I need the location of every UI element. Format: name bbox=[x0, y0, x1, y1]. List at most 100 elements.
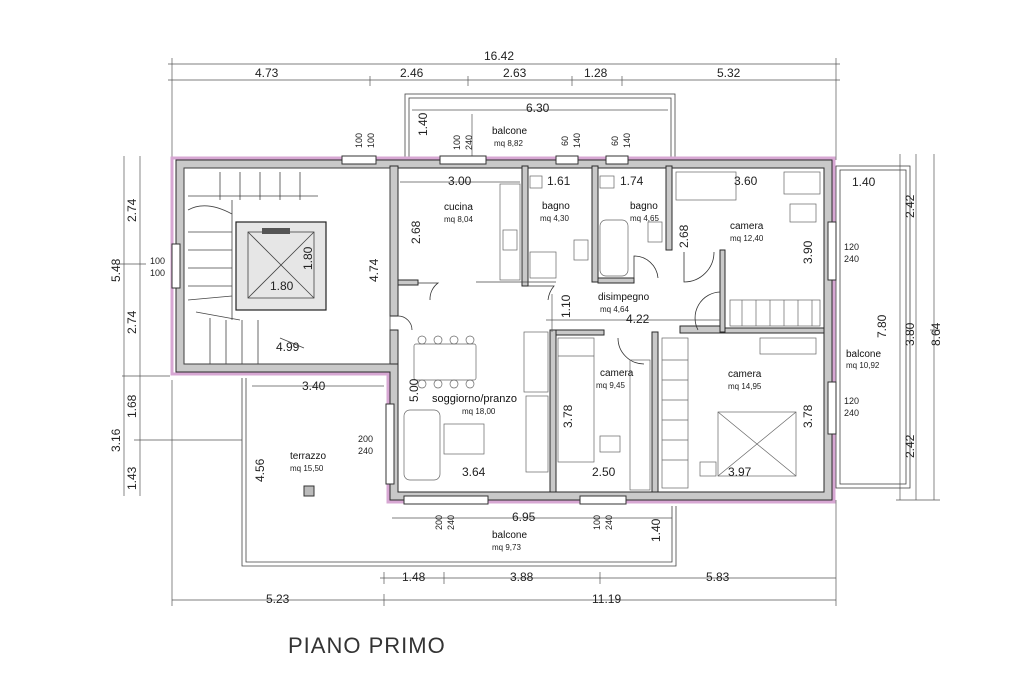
bed1-area: mq 12,40 bbox=[730, 234, 764, 243]
dim-bed1-height: 3.90 bbox=[801, 240, 815, 264]
bedroom3-furniture bbox=[661, 337, 817, 489]
bath2-door[interactable] bbox=[633, 255, 659, 280]
living-door[interactable] bbox=[397, 315, 413, 331]
dim-top-5: 5.32 bbox=[717, 66, 741, 80]
hall-area: mq 4,64 bbox=[600, 305, 629, 314]
bed3-door[interactable] bbox=[694, 291, 721, 331]
bed3-area: mq 14,95 bbox=[728, 382, 762, 391]
bed1-name: camera bbox=[730, 221, 764, 232]
bath1-door[interactable] bbox=[528, 285, 555, 301]
dim-right-4: 8.64 bbox=[929, 322, 943, 346]
dim-left-6: 1.43 bbox=[125, 466, 139, 490]
elevator-shaft bbox=[235, 221, 327, 311]
dim-balcony-top-depth: 1.40 bbox=[416, 112, 430, 136]
kitchen-area: mq 8,04 bbox=[444, 215, 473, 224]
plan-title: PIANO PRIMO bbox=[288, 633, 446, 658]
terrace-drain-icon bbox=[303, 485, 315, 497]
dim-bed3-width: 3.97 bbox=[728, 465, 752, 479]
bed2-door[interactable] bbox=[617, 337, 645, 365]
dim-terrace-depth: 4.56 bbox=[253, 458, 267, 482]
dim-left-1: 2.74 bbox=[125, 198, 139, 222]
dim-left-2: 5.48 bbox=[109, 258, 123, 282]
dim-left-4: 1.68 bbox=[125, 394, 139, 418]
dim-balcony-top: 6.30 bbox=[526, 101, 550, 115]
balcony-top-name: balcone bbox=[492, 126, 527, 137]
dim-right-5: 2.42 bbox=[903, 434, 917, 458]
kitchen-name: cucina bbox=[444, 202, 473, 213]
win-top-bath1-a: 60 bbox=[560, 136, 570, 146]
dim-stair-height: 4.74 bbox=[367, 258, 381, 282]
dim-hall-height: 1.10 bbox=[559, 294, 573, 318]
right-dimension-lines bbox=[896, 154, 940, 501]
dim-bed1-width: 3.60 bbox=[734, 174, 758, 188]
balcony-right-name: balcone bbox=[846, 349, 881, 360]
win-top-bath2-b: 140 bbox=[622, 133, 632, 148]
bedroom1-furniture bbox=[675, 171, 821, 327]
bath1-name: bagno bbox=[542, 201, 570, 212]
kitchen-door[interactable] bbox=[418, 282, 440, 301]
dim-left-3: 2.74 bbox=[125, 310, 139, 334]
dim-bed3-height: 3.78 bbox=[801, 404, 815, 428]
living-furniture bbox=[403, 331, 549, 481]
dim-bottom-2: 3.88 bbox=[510, 570, 534, 584]
balcony-right-railing bbox=[835, 165, 911, 489]
dim-bottom-5: 11.19 bbox=[592, 592, 621, 606]
dim-bath1-width: 1.61 bbox=[547, 174, 571, 188]
dim-balcony-right-width: 1.40 bbox=[852, 175, 876, 189]
building-outline bbox=[170, 156, 836, 504]
dim-lift-width: 1.80 bbox=[270, 279, 294, 293]
balcony-right-area: mq 10,92 bbox=[846, 361, 880, 370]
win-right-bed1-a: 120 bbox=[844, 242, 859, 252]
bed1-door[interactable] bbox=[683, 251, 715, 283]
bath1-fixtures bbox=[529, 175, 589, 279]
living-area: mq 18,00 bbox=[462, 407, 496, 416]
living-name: soggiorno/pranzo bbox=[432, 393, 517, 405]
terrace-railing bbox=[241, 378, 677, 567]
bed3-name: camera bbox=[728, 369, 762, 380]
bath2-fixtures bbox=[599, 175, 663, 277]
staircase bbox=[183, 167, 391, 365]
dim-right-2: 7.80 bbox=[875, 314, 889, 338]
interior-walls bbox=[389, 165, 825, 493]
dim-total-width: 16.42 bbox=[484, 49, 514, 63]
dim-living-height: 5.00 bbox=[407, 378, 421, 402]
win-top-stair-a: 100 bbox=[354, 133, 364, 148]
dim-bottom-4: 5.23 bbox=[266, 592, 290, 606]
windows bbox=[171, 155, 837, 505]
balcony-bottom-name: balcone bbox=[492, 530, 527, 541]
dim-kitchen-height: 2.68 bbox=[409, 220, 423, 244]
left-dimension-lines bbox=[118, 156, 242, 496]
bottom-dimension-lines bbox=[171, 380, 837, 606]
dim-top-1: 4.73 bbox=[255, 66, 279, 80]
balcony-top-area: mq 8,82 bbox=[494, 139, 523, 148]
bath1-area: mq 4,30 bbox=[540, 214, 569, 223]
dim-lift-height: 1.80 bbox=[301, 246, 315, 270]
kitchen-fixtures bbox=[499, 183, 521, 281]
hall-name: disimpegno bbox=[598, 292, 650, 303]
win-right-bed3-b: 240 bbox=[844, 408, 859, 418]
dim-balcony-bottom: 6.95 bbox=[512, 510, 536, 524]
dim-top-3: 2.63 bbox=[503, 66, 527, 80]
terrace-area: mq 15,50 bbox=[290, 464, 324, 473]
win-left-stair-a: 100 bbox=[150, 256, 165, 266]
dim-bath2-width: 1.74 bbox=[620, 174, 644, 188]
bed2-area: mq 9,45 bbox=[596, 381, 625, 390]
bedroom2-furniture bbox=[557, 337, 651, 491]
dim-left-5: 3.16 bbox=[109, 428, 123, 452]
dim-right-1: 2.42 bbox=[903, 194, 917, 218]
bed2-name: camera bbox=[600, 368, 634, 379]
win-bottom-bed2-b: 240 bbox=[604, 515, 614, 530]
dim-top-4: 1.28 bbox=[584, 66, 608, 80]
win-top-bath1-b: 140 bbox=[572, 133, 582, 148]
dim-balcony-bottom-depth: 1.40 bbox=[649, 518, 663, 542]
win-top-stair-b: 100 bbox=[366, 133, 376, 148]
win-right-bed1-b: 240 bbox=[844, 254, 859, 264]
bath2-area: mq 4,65 bbox=[630, 214, 659, 223]
win-bottom-living-a: 200 bbox=[434, 515, 444, 530]
balcony-bottom-area: mq 9,73 bbox=[492, 543, 521, 552]
dim-stair-width: 4.99 bbox=[276, 340, 300, 354]
win-top-kitchen-b: 240 bbox=[464, 135, 474, 150]
win-top-bath2-a: 60 bbox=[610, 136, 620, 146]
dim-living-width: 3.64 bbox=[462, 465, 486, 479]
